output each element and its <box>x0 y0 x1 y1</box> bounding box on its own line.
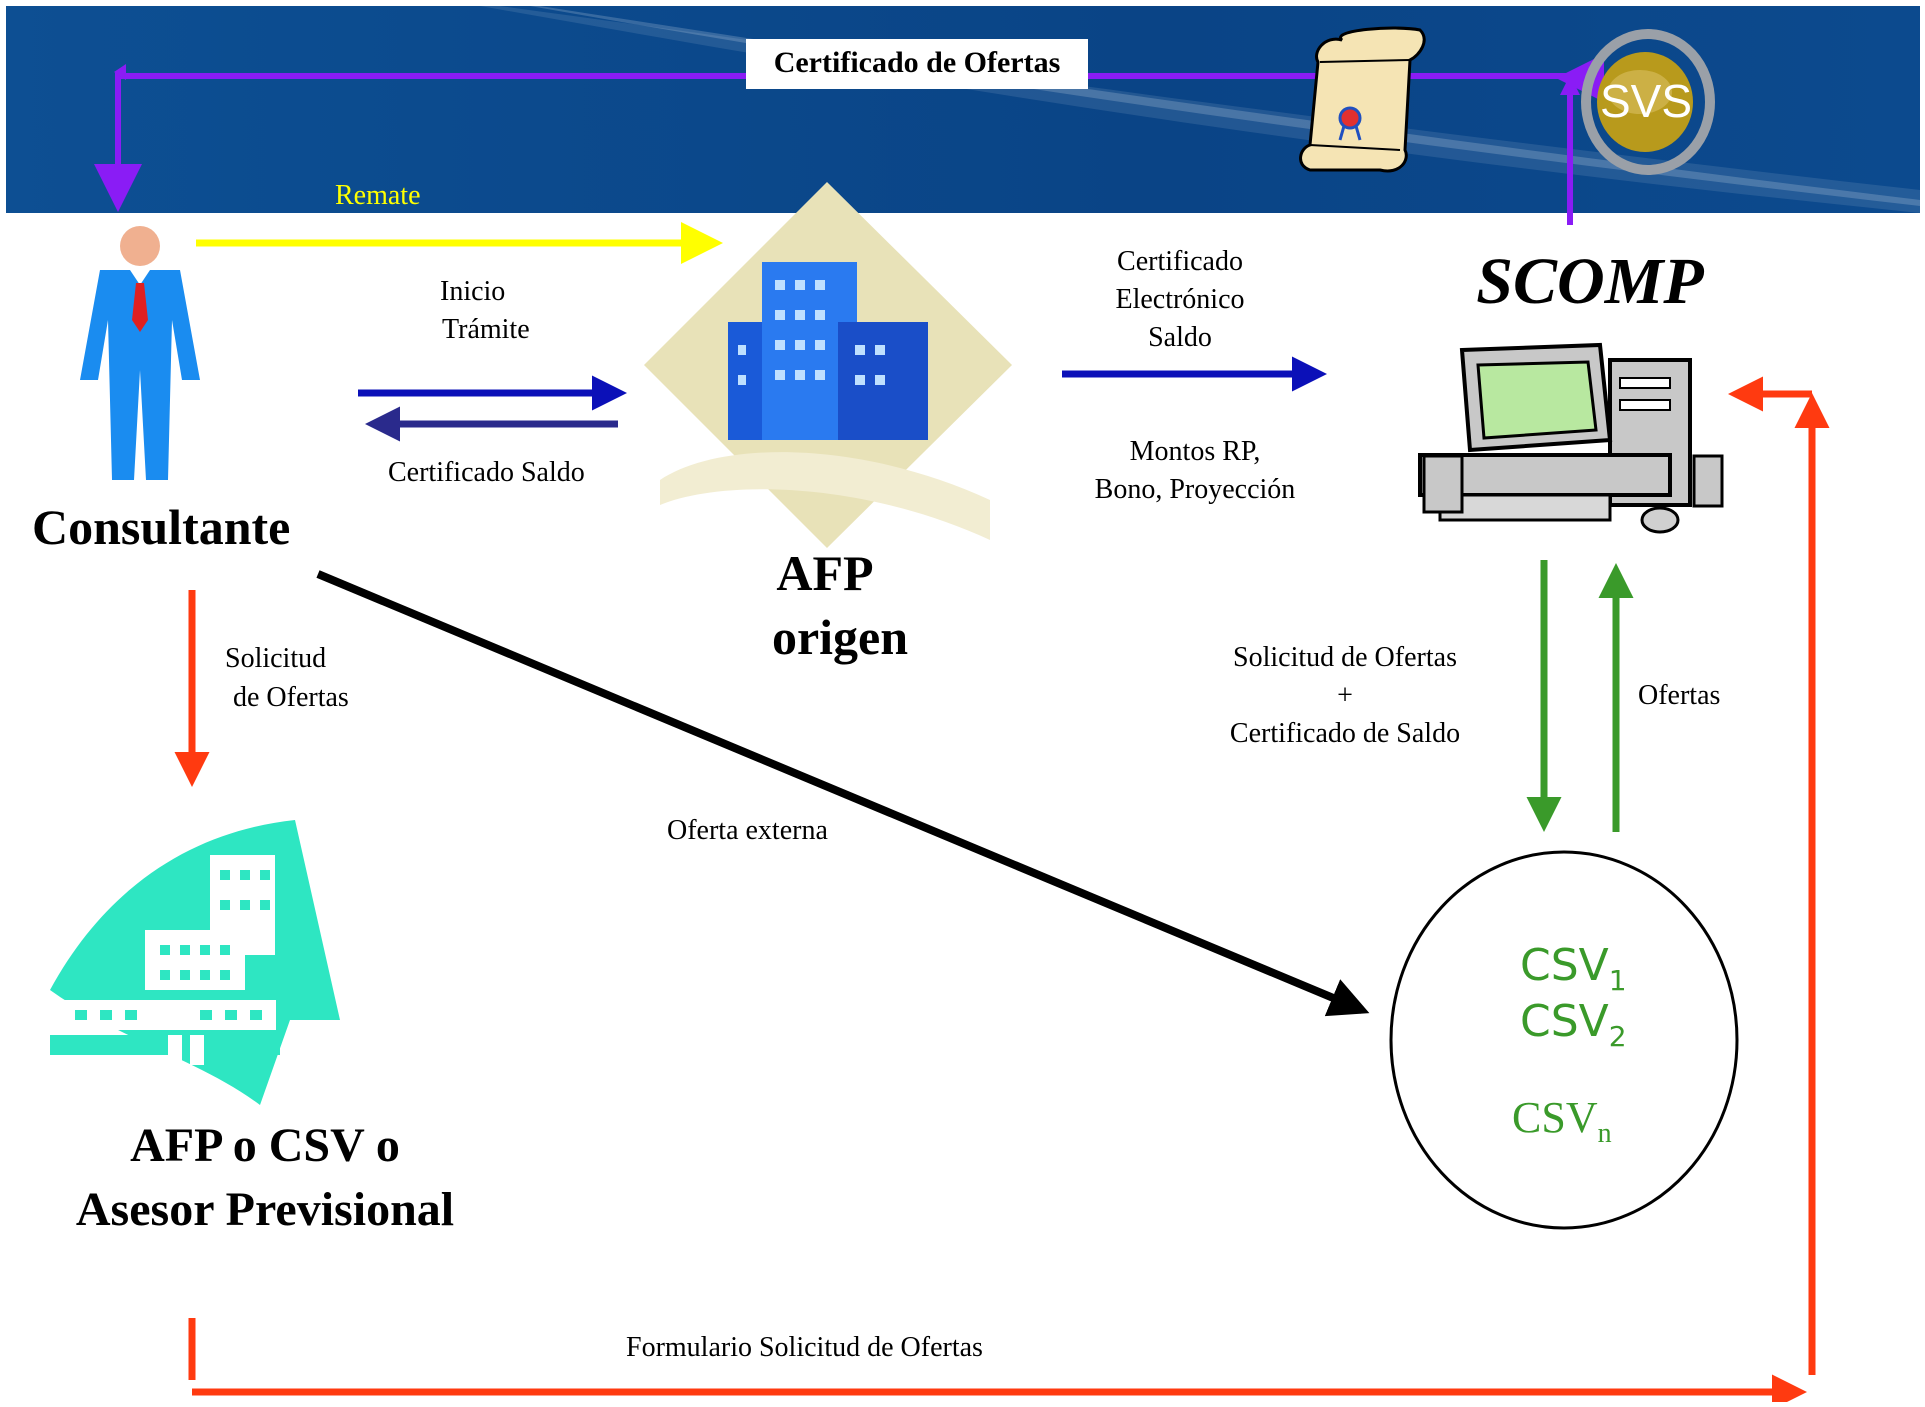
oferta-externa-label: Oferta externa <box>667 815 828 846</box>
computer-icon <box>1418 342 1724 534</box>
certificate-label-box <box>746 39 1088 89</box>
csv-2-subscript: 2 <box>1608 1019 1627 1053</box>
afp-origin-building-icon <box>644 182 1012 548</box>
solicitud-ofertas-label-2: Certificado de Saldo <box>1229 718 1461 749</box>
formulario-loop-arrow <box>188 376 1830 1407</box>
csv-n-subscript: n <box>1597 1117 1612 1149</box>
csv-2-label: CSV2 <box>1520 996 1627 1053</box>
csv-group-ellipse <box>1389 850 1739 1230</box>
consultant-person-icon <box>80 226 200 480</box>
csv-n-text: CSV <box>1512 1093 1598 1142</box>
afp-origen-label-2: origen <box>771 609 909 665</box>
csv-1-label: CSV1 <box>1520 940 1627 997</box>
afp-csv-label-2: Asesor Previsional <box>75 1183 455 1236</box>
certificado-saldo-label: Certificado Saldo <box>388 457 585 488</box>
remate-label: Remate <box>335 180 421 211</box>
scomp-label: SCOMP <box>1476 245 1704 318</box>
tramite-label: Trámite <box>442 314 530 345</box>
svs-logo <box>1581 29 1715 175</box>
svs-logo-text: SVS <box>1600 75 1693 127</box>
afp-origen-label-1: AFP <box>776 545 874 601</box>
oferta-externa-arrow <box>316 570 1370 1017</box>
consultante-label: Consultante <box>32 499 291 555</box>
csv-2-text: CSV <box>1520 996 1609 1047</box>
purple-arrowhead-left <box>114 64 126 80</box>
purple-arrowhead-up <box>1560 75 1580 95</box>
certificado-electronico-label-2: Electrónico <box>1115 284 1245 315</box>
certificado-electronico-label-1: Certificado <box>1117 246 1243 277</box>
montos-label-2: Bono, Proyección <box>1094 474 1296 505</box>
solicitud-label-1: Solicitud <box>225 643 327 674</box>
csv-1-text: CSV <box>1520 940 1609 991</box>
solicitud-ofertas-label-1: Solicitud de Ofertas <box>1233 642 1457 673</box>
csv-n-label: CSVn <box>1512 1092 1612 1150</box>
formulario-label: Formulario Solicitud de Ofertas <box>626 1332 983 1363</box>
solicitud-label-2: de Ofertas <box>233 682 349 713</box>
montos-label-1: Montos RP, <box>1129 436 1261 467</box>
certificado-electronico-label-3: Saldo <box>1148 322 1212 353</box>
solicitud-ofertas-plus: + <box>1337 680 1353 711</box>
inicio-label: Inicio <box>440 276 506 307</box>
ofertas-label: Ofertas <box>1638 680 1721 711</box>
scroll-icon <box>1299 26 1426 173</box>
csv-1-subscript: 1 <box>1608 963 1627 997</box>
afp-csv-advisor-building-icon <box>50 820 340 1105</box>
afp-csv-label-1: AFP o CSV o <box>130 1119 400 1172</box>
certificate-of-offers-label: Certificado de Ofertas <box>773 46 1061 79</box>
